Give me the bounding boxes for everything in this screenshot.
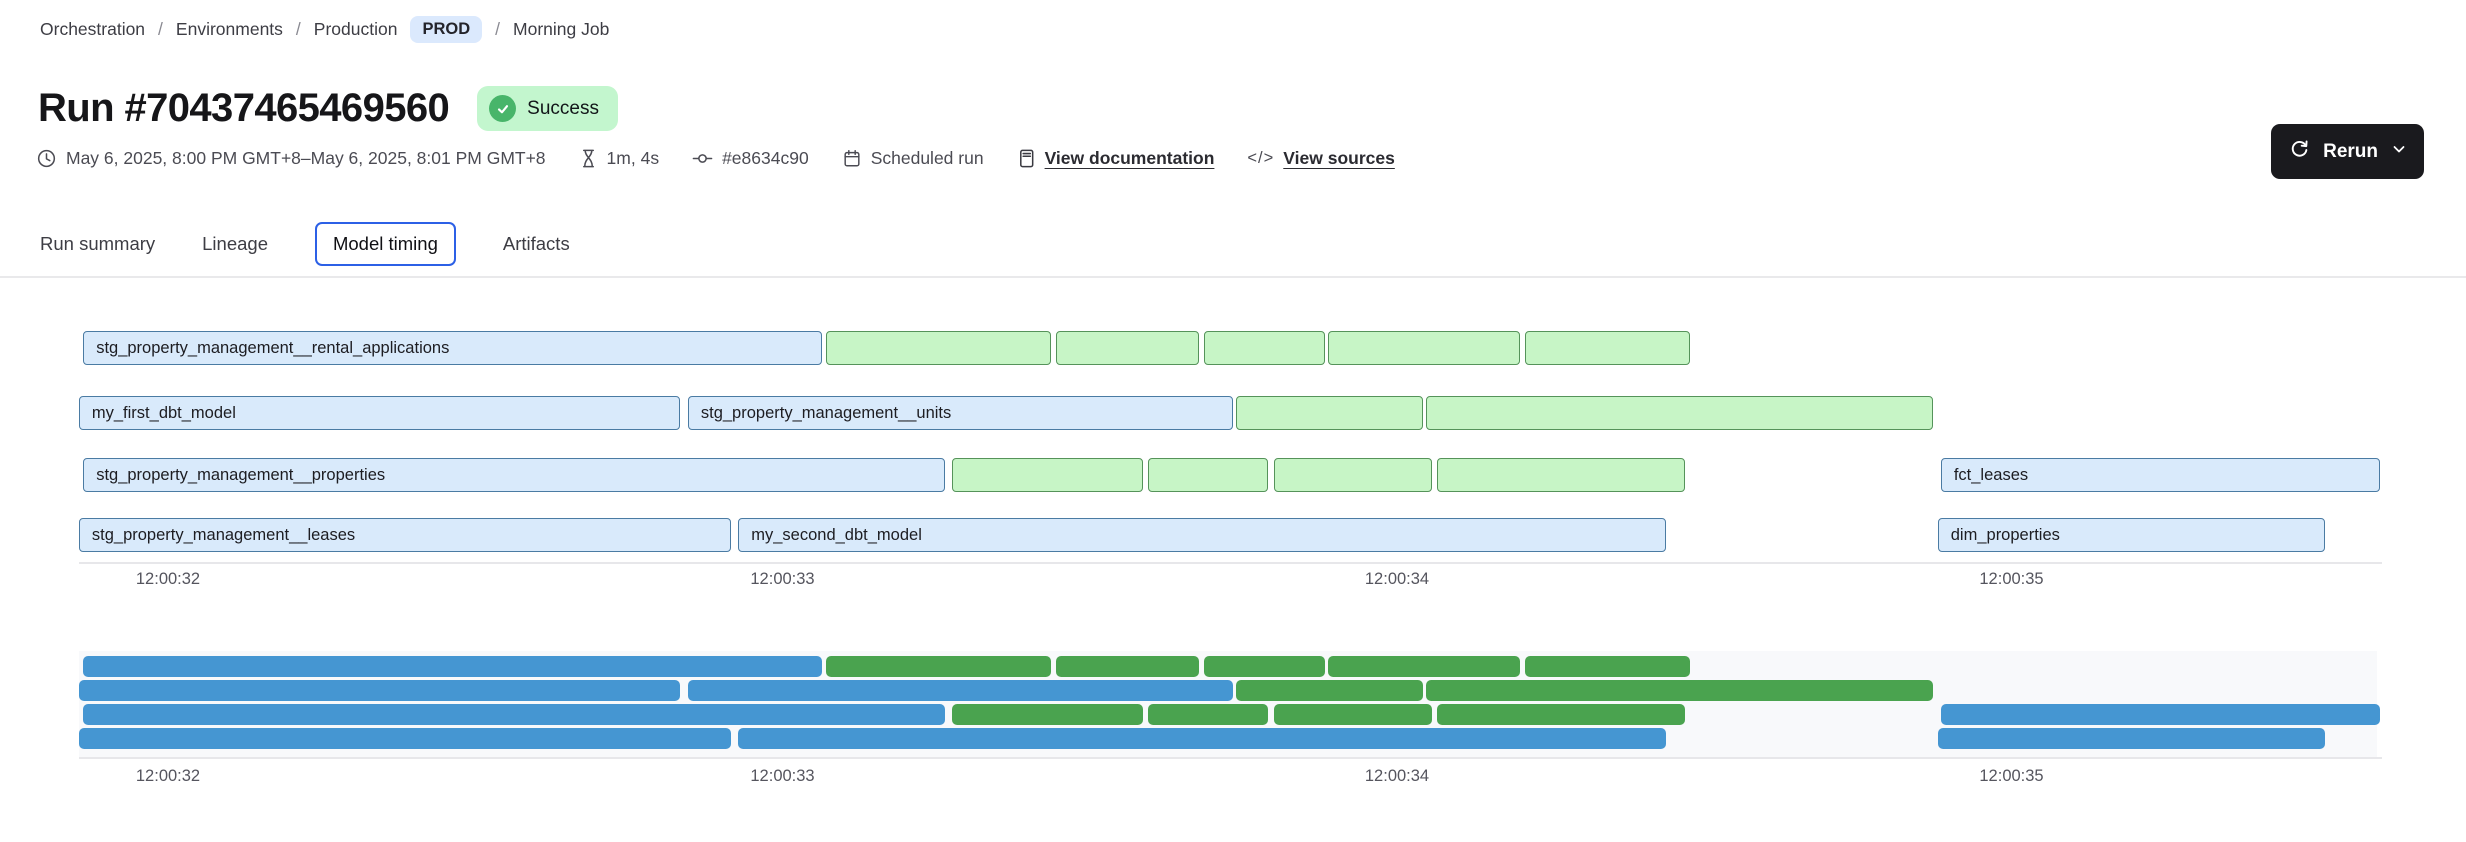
refresh-icon: [2289, 138, 2310, 165]
gantt-task-bar[interactable]: [1236, 396, 1423, 430]
model-bar-label: stg_property_management__rental_applicat…: [96, 338, 450, 357]
axis-tick-label: 12:00:34: [1364, 767, 1430, 785]
gantt-task-bar[interactable]: [826, 331, 1052, 365]
rerun-label: Rerun: [2323, 140, 2378, 162]
mini-task-bar: [1274, 704, 1433, 725]
code-icon: </>: [1247, 149, 1275, 167]
gantt-model-bar[interactable]: dim_properties: [1937, 518, 2325, 552]
mini-task-bar: [1055, 656, 1200, 677]
run-tabs: Run summary Lineage Model timing Artifac…: [40, 222, 570, 266]
gantt-task-bar[interactable]: [1274, 458, 1433, 492]
mini-task-bar: [1328, 656, 1520, 677]
breadcrumb-item-morning-job[interactable]: Morning Job: [513, 19, 610, 39]
mini-model-bar: [83, 656, 822, 677]
model-bar-label: fct_leases: [1953, 465, 2029, 484]
mini-task-bar: [1425, 680, 1933, 701]
tab-lineage[interactable]: Lineage: [202, 233, 268, 254]
mini-model-bar: [1937, 728, 2325, 749]
commit-hash: #e8634c90: [692, 148, 809, 169]
model-bar-label: dim_properties: [1950, 525, 2060, 544]
view-sources-link[interactable]: </> View sources: [1247, 148, 1395, 168]
mini-task-bar: [1148, 704, 1268, 725]
axis-tick-label: 12:00:34: [1364, 570, 1430, 588]
model-timing-gantt-chart: stg_property_management__rental_applicat…: [0, 300, 2466, 610]
model-bar-label: stg_property_management__properties: [96, 465, 386, 484]
clock-icon: [36, 148, 57, 169]
axis-tick-label: 12:00:33: [750, 767, 815, 785]
gantt-task-bar[interactable]: [952, 458, 1144, 492]
rerun-button[interactable]: Rerun: [2271, 124, 2424, 179]
gantt-task-bar[interactable]: [1436, 458, 1686, 492]
gantt-task-bar[interactable]: [1148, 458, 1268, 492]
run-time-range: May 6, 2025, 8:00 PM GMT+8–May 6, 2025, …: [36, 148, 546, 169]
environment-badge: PROD: [410, 16, 483, 43]
view-documentation-link[interactable]: View documentation: [1017, 148, 1214, 169]
gantt-model-bar[interactable]: stg_property_management__rental_applicat…: [83, 331, 822, 365]
chevron-down-icon[interactable]: [2391, 141, 2407, 163]
axis-tick-label: 12:00:33: [750, 570, 815, 588]
timeline-overview-brush[interactable]: 12:00:32 12:00:33 12:00:34 12:00:35: [0, 640, 2466, 810]
breadcrumb-separator: /: [158, 19, 163, 39]
model-bar-label: my_first_dbt_model: [91, 403, 236, 422]
mini-task-bar: [1236, 680, 1423, 701]
breadcrumb-item-environments[interactable]: Environments: [175, 19, 283, 39]
hourglass-icon: [579, 148, 598, 169]
overview-axis-line: [79, 757, 2382, 759]
status-label: Success: [527, 97, 599, 119]
model-bar-label: stg_property_management__units: [700, 403, 952, 422]
success-check-icon: [489, 95, 517, 122]
breadcrumb-item-orchestration[interactable]: Orchestration: [40, 19, 146, 39]
run-duration: 1m, 4s: [579, 148, 659, 169]
tab-run-summary[interactable]: Run summary: [40, 233, 156, 254]
title-row: Run #70437465469560 Success: [38, 86, 618, 131]
mini-task-bar: [826, 656, 1052, 677]
mini-task-bar: [952, 704, 1144, 725]
calendar-icon: [842, 148, 862, 169]
mini-task-bar: [1204, 656, 1326, 677]
run-metadata-row: May 6, 2025, 8:00 PM GMT+8–May 6, 2025, …: [36, 148, 1395, 169]
mini-task-bar: [1524, 656, 1691, 677]
gantt-model-bar[interactable]: my_first_dbt_model: [78, 396, 680, 430]
tabs-divider: [0, 276, 2466, 278]
mini-model-bar: [738, 728, 1667, 749]
gantt-model-bar[interactable]: fct_leases: [1940, 458, 2381, 492]
model-bar-label: my_second_dbt_model: [751, 525, 922, 544]
breadcrumb: Orchestration / Environments / Productio…: [40, 16, 609, 43]
axis-tick-label: 12:00:32: [135, 570, 201, 588]
mini-model-bar: [78, 728, 731, 749]
page-title: Run #70437465469560: [38, 86, 450, 130]
gantt-task-bar[interactable]: [1328, 331, 1520, 365]
axis-tick-label: 12:00:32: [135, 767, 201, 785]
status-badge: Success: [477, 86, 618, 131]
breadcrumb-separator: /: [295, 19, 301, 39]
gantt-axis-line: [79, 562, 2382, 564]
gantt-model-bar[interactable]: my_second_dbt_model: [738, 518, 1667, 552]
gantt-model-bar[interactable]: stg_property_management__units: [687, 396, 1233, 430]
tab-artifacts[interactable]: Artifacts: [502, 233, 570, 254]
axis-tick-label: 12:00:35: [1979, 570, 2044, 588]
breadcrumb-item-production[interactable]: Production: [313, 19, 398, 39]
git-commit-icon: [692, 148, 713, 169]
axis-tick-label: 12:00:35: [1979, 767, 2044, 785]
gantt-task-bar[interactable]: [1055, 331, 1200, 365]
gantt-model-bar[interactable]: stg_property_management__leases: [78, 518, 731, 552]
run-trigger: Scheduled run: [842, 148, 984, 169]
mini-model-bar: [687, 680, 1233, 701]
gantt-task-bar[interactable]: [1524, 331, 1691, 365]
mini-task-bar: [1436, 704, 1686, 725]
model-bar-label: stg_property_management__leases: [91, 525, 356, 544]
gantt-task-bar[interactable]: [1204, 331, 1326, 365]
mini-model-bar: [1940, 704, 2381, 725]
breadcrumb-separator: /: [495, 19, 501, 39]
mini-model-bar: [78, 680, 680, 701]
tab-model-timing[interactable]: Model timing: [314, 222, 456, 266]
gantt-model-bar[interactable]: stg_property_management__properties: [83, 458, 945, 492]
documentation-icon: [1017, 148, 1036, 169]
mini-model-bar: [83, 704, 945, 725]
gantt-task-bar[interactable]: [1425, 396, 1933, 430]
